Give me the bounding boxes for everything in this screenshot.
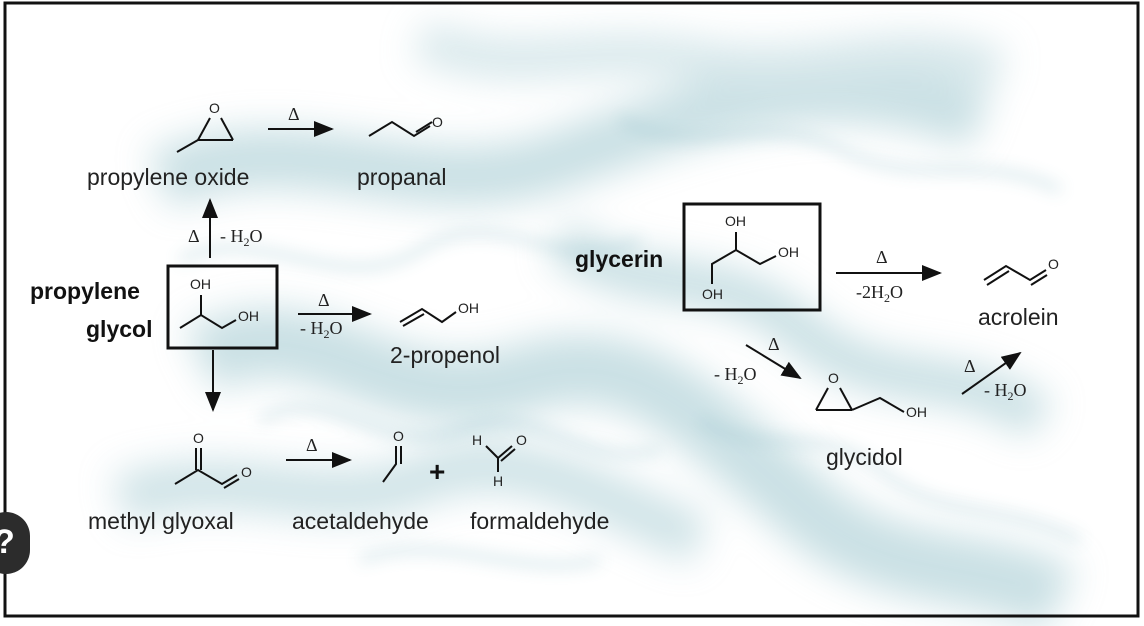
atom-o-acetaldehyde: O xyxy=(393,428,404,444)
acetaldehyde-structure xyxy=(382,446,402,483)
cond-minus-h2o-oxide: - H2O xyxy=(220,226,263,250)
delta-glycol-propenol: Δ xyxy=(318,290,330,310)
atom-h-formaldehyde-left: H xyxy=(472,432,483,448)
label-acrolein: acrolein xyxy=(978,304,1059,330)
propenol-structure xyxy=(399,307,457,327)
atom-oh-glycol-top: OH xyxy=(190,276,211,292)
arrow-glycerin-to-glycidol xyxy=(745,344,802,380)
atom-o-oxide: O xyxy=(209,100,220,116)
atom-o-formaldehyde: O xyxy=(516,432,527,448)
smoke-background xyxy=(112,21,1076,626)
cond-prefix: - H xyxy=(300,318,324,338)
arrow-glycidol-to-acrolein xyxy=(961,351,1022,395)
smoke-strands xyxy=(178,117,1082,568)
cond-minus-h2o-propenol: - H2O xyxy=(300,318,343,342)
atom-oh-glycerin-right: OH xyxy=(778,244,799,260)
delta-glycerin-glycidol: Δ xyxy=(768,334,780,354)
atom-o-propanal: O xyxy=(432,114,443,130)
delta-glycerin-acrolein: Δ xyxy=(876,247,888,267)
cond-sub: 2 xyxy=(884,291,890,305)
propanal-structure xyxy=(368,120,433,138)
cond-prefix: - H xyxy=(984,380,1008,400)
glycerin-structure xyxy=(711,232,777,284)
atom-oh-glycol-right: OH xyxy=(238,308,259,324)
atom-o-glyoxal-right: O xyxy=(241,464,252,480)
cond-minus-2h2o-acrolein: -2H2O xyxy=(856,282,903,306)
cond-sub: 2 xyxy=(737,373,744,387)
cond-o: O xyxy=(249,226,263,246)
cond-prefix: - H xyxy=(220,226,244,246)
cond-o: O xyxy=(890,282,903,302)
cond-o: O xyxy=(329,318,343,338)
atom-oh-glycerin-top: OH xyxy=(725,213,746,229)
figure-frame xyxy=(3,1,1140,618)
atom-o-glycidol: O xyxy=(828,370,839,386)
label-acetaldehyde: acetaldehyde xyxy=(292,508,429,534)
atom-oh-glycidol: OH xyxy=(906,404,927,420)
label-propylene: propylene xyxy=(30,278,140,304)
propylene-glycol-box xyxy=(166,264,279,350)
atom-o-glyoxal-top: O xyxy=(193,430,204,446)
formaldehyde-structure xyxy=(485,445,516,472)
atom-h-formaldehyde-bottom: H xyxy=(493,473,504,489)
propylene-oxide-structure xyxy=(176,117,234,153)
label-formaldehyde: formaldehyde xyxy=(470,508,610,534)
cond-sub: 2 xyxy=(1007,389,1014,403)
cond-sub: 2 xyxy=(323,327,330,341)
label-propanal: propanal xyxy=(357,164,447,190)
delta-oxide-propanal: Δ xyxy=(288,104,300,124)
cond-sub: 2 xyxy=(243,235,250,249)
label-glycerin: glycerin xyxy=(575,246,664,272)
label-glycol: glycol xyxy=(86,316,153,342)
cond-o: O xyxy=(743,364,757,384)
propylene-glycol-structure xyxy=(179,295,237,330)
overlay-badge-icon: ? xyxy=(0,523,15,562)
label-2-propenol: 2-propenol xyxy=(390,342,500,368)
plus-sign: + xyxy=(429,456,446,487)
methyl-glyoxal-structure xyxy=(174,448,240,489)
overlay-badge[interactable] xyxy=(0,512,30,574)
delta-glyoxal-acetaldehyde: Δ xyxy=(306,435,318,455)
delta-glycol-oxide: Δ xyxy=(188,226,200,246)
atom-oh-propenol: OH xyxy=(458,300,479,316)
glycerin-box xyxy=(682,202,822,312)
delta-glycidol-acrolein: Δ xyxy=(964,356,976,376)
cond-o: O xyxy=(1013,380,1027,400)
label-propylene-oxide: propylene oxide xyxy=(87,164,250,190)
cond-minus-h2o-glycidol-acrolein: - H2O xyxy=(984,380,1027,404)
cond-prefix: -2H xyxy=(856,282,884,302)
atom-o-acrolein: O xyxy=(1048,256,1059,272)
cond-minus-h2o-glycidol: - H2O xyxy=(714,364,757,388)
label-methyl-glyoxal: methyl glyoxal xyxy=(88,508,234,534)
label-glycidol: glycidol xyxy=(826,444,903,470)
glycidol-structure xyxy=(815,387,905,413)
acrolein-structure xyxy=(983,264,1048,286)
cond-prefix: - H xyxy=(714,364,738,384)
atom-oh-glycerin-bottom: OH xyxy=(702,286,723,302)
